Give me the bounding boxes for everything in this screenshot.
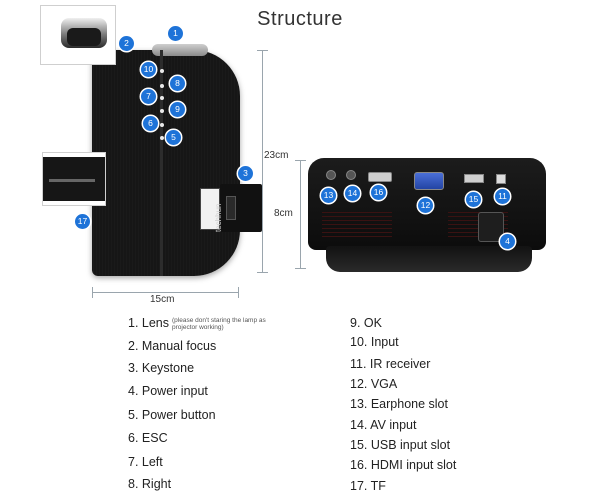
width-dimension-line bbox=[92, 292, 238, 293]
callout-1: 1 bbox=[168, 26, 183, 41]
callout-8: 8 bbox=[170, 76, 185, 91]
button-dot bbox=[160, 96, 164, 100]
legend-item-11: 11. IR receiver bbox=[350, 357, 431, 371]
legend-item-7: 7. Left bbox=[128, 455, 163, 469]
callout-7: 7 bbox=[141, 89, 156, 104]
legend-item-1: 1. Lens(please don't staring the lamp as… bbox=[128, 316, 292, 331]
button-dot bbox=[160, 136, 164, 140]
legend-item-16: 16. HDMI input slot bbox=[350, 458, 457, 472]
brand-label: techhun bbox=[214, 203, 223, 232]
width-dimension-label: 15cm bbox=[150, 294, 175, 305]
button-strip bbox=[160, 50, 163, 276]
dimension-tick bbox=[295, 160, 306, 161]
legend-item-6: 6. ESC bbox=[128, 431, 168, 445]
tf-slot-detail-inset bbox=[42, 152, 106, 206]
legend-item-17: 17. TF bbox=[350, 479, 386, 493]
legend-item-10: 10. Input bbox=[350, 335, 399, 349]
button-dot bbox=[160, 84, 164, 88]
lens-housing bbox=[152, 44, 208, 56]
legend-item-15: 15. USB input slot bbox=[350, 438, 451, 452]
keystone-wheel bbox=[226, 196, 236, 220]
hdmi-port bbox=[368, 172, 392, 182]
legend-item-5: 5. Power button bbox=[128, 408, 216, 422]
button-dot bbox=[160, 123, 164, 127]
callout-15: 15 bbox=[466, 192, 481, 207]
callout-11: 11 bbox=[495, 189, 510, 204]
av-port bbox=[346, 170, 356, 180]
height-dimension-label: 23cm bbox=[264, 150, 289, 161]
lens-glass bbox=[67, 28, 101, 46]
diagram-title: Structure bbox=[257, 8, 343, 30]
legend-note: (please don't staring the lamp as projec… bbox=[172, 317, 266, 331]
callout-10: 10 bbox=[141, 62, 156, 77]
legend-item-2: 2. Manual focus bbox=[128, 339, 217, 353]
usb-port bbox=[464, 174, 484, 183]
projector-top-view bbox=[92, 50, 240, 276]
ir-receiver-window bbox=[496, 174, 506, 184]
dimension-tick bbox=[92, 287, 93, 298]
dimension-tick bbox=[257, 272, 268, 273]
legend-item-13: 13. Earphone slot bbox=[350, 397, 448, 411]
callout-14: 14 bbox=[345, 186, 360, 201]
callout-13: 13 bbox=[321, 188, 336, 203]
legend-item-4: 4. Power input bbox=[128, 384, 208, 398]
legend-item-9: 9. OK bbox=[350, 316, 382, 330]
dimension-tick bbox=[295, 268, 306, 269]
tf-slot-opening bbox=[49, 179, 95, 182]
depth-dimension-line bbox=[300, 160, 301, 268]
callout-9: 9 bbox=[170, 102, 185, 117]
callout-12: 12 bbox=[418, 198, 433, 213]
earphone-port bbox=[326, 170, 336, 180]
legend-item-8: 8. Right bbox=[128, 477, 172, 491]
vga-port bbox=[414, 172, 444, 190]
legend-label: 1. Lens bbox=[128, 316, 170, 330]
projector-base bbox=[326, 246, 532, 272]
callout-16: 16 bbox=[371, 185, 386, 200]
callout-6: 6 bbox=[143, 116, 158, 131]
button-dot bbox=[160, 109, 164, 113]
tf-card-slot bbox=[200, 188, 220, 230]
callout-3: 3 bbox=[238, 166, 253, 181]
callout-4: 4 bbox=[500, 234, 515, 249]
legend-item-3: 3. Keystone bbox=[128, 361, 195, 375]
height-dimension-line bbox=[262, 50, 263, 272]
callout-2: 2 bbox=[119, 36, 134, 51]
callout-17: 17 bbox=[75, 214, 90, 229]
legend-item-14: 14. AV input bbox=[350, 418, 417, 432]
power-socket bbox=[478, 212, 504, 242]
callout-5: 5 bbox=[166, 130, 181, 145]
legend-item-12: 12. VGA bbox=[350, 377, 398, 391]
dimension-tick bbox=[257, 50, 268, 51]
lens-detail-inset bbox=[40, 5, 116, 65]
depth-dimension-label: 8cm bbox=[274, 208, 293, 219]
vent-grille-left bbox=[322, 212, 392, 240]
dimension-tick bbox=[238, 287, 239, 298]
button-dot bbox=[160, 69, 164, 73]
